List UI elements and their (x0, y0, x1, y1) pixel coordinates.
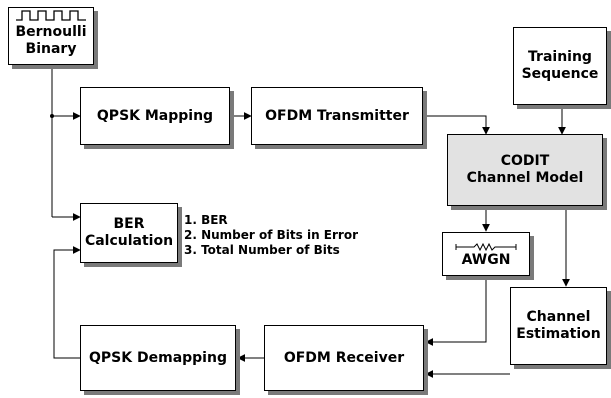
block-label: BER (113, 216, 145, 232)
block-label: Bernoulli (15, 24, 87, 40)
block-label: QPSK Mapping (96, 107, 214, 124)
ofdm-receiver-block[interactable]: OFDM Receiver (264, 325, 424, 391)
training-sequence-block[interactable]: Training Sequence (513, 27, 607, 105)
block-label: Training (528, 49, 592, 65)
codit-channel-model-block[interactable]: CODIT Channel Model (447, 134, 603, 206)
block-label: QPSK Demapping (89, 349, 227, 366)
block-label: Channel (526, 309, 591, 325)
qpsk-demapping-block[interactable]: QPSK Demapping (80, 325, 236, 391)
channel-estimation-block[interactable]: Channel Estimation (510, 287, 607, 365)
square-wave-icon (16, 10, 86, 21)
awgn-block[interactable]: AWGN (442, 232, 530, 276)
ber-output-item: 3. Total Number of Bits (184, 243, 340, 257)
bernoulli-binary-block[interactable]: Bernoulli Binary (8, 7, 94, 65)
block-label: AWGN (461, 251, 511, 268)
ber-calculation-block[interactable]: BER Calculation (80, 203, 178, 263)
ofdm-transmitter-block[interactable]: OFDM Transmitter (251, 87, 423, 145)
ber-output-item: 2. Number of Bits in Error (184, 228, 358, 242)
wire-ofdm-tx-to-codit (425, 115, 490, 135)
noise-icon (455, 242, 517, 251)
block-label: Channel Model (466, 170, 584, 186)
wire-awgn-to-ofdm-rx (425, 277, 487, 346)
block-label: OFDM Receiver (283, 349, 405, 366)
block-label: Sequence (521, 66, 599, 82)
block-label: CODIT (500, 153, 550, 169)
block-label: OFDM Transmitter (265, 107, 409, 124)
ber-outputs-list: 1. BER 2. Number of Bits in Error 3. Tot… (184, 213, 358, 258)
block-label: Calculation (84, 233, 174, 249)
qpsk-mapping-block[interactable]: QPSK Mapping (80, 87, 230, 145)
wire-demap-to-ber (53, 246, 81, 359)
block-label: Binary (25, 41, 77, 57)
ber-output-item: 1. BER (184, 213, 228, 227)
block-label: Estimation (516, 326, 601, 342)
